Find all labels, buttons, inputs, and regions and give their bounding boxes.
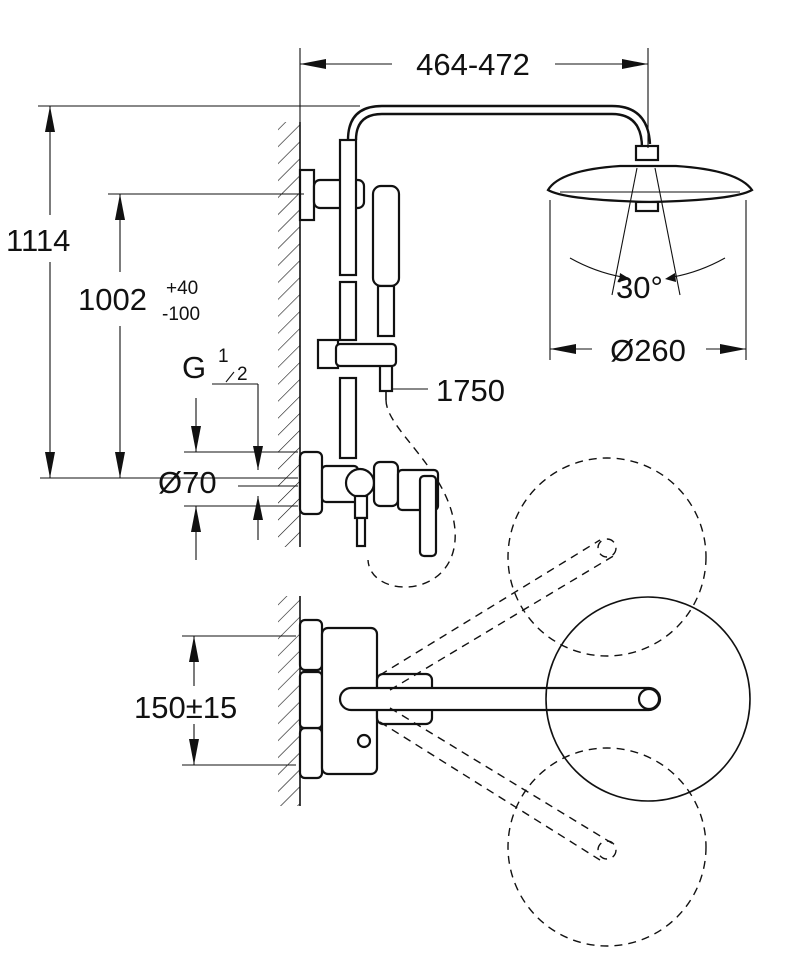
head-shower xyxy=(546,144,754,296)
dim-thread-numerator: 1 xyxy=(218,346,229,367)
dim-head-diameter xyxy=(549,200,747,360)
shower-riser xyxy=(298,104,652,460)
mixer-elevation xyxy=(298,450,440,558)
dim-thread xyxy=(212,371,263,540)
dim-outlet-height-label: 1002 xyxy=(78,282,147,317)
hand-shower xyxy=(371,184,401,400)
hose-path xyxy=(367,399,456,588)
dim-arm-reach-label: 464-472 xyxy=(416,47,530,82)
dim-thread-denominator: 2 xyxy=(237,364,248,385)
dim-spray-angle-label: 30° xyxy=(616,270,663,305)
dim-total-height-label: 1114 xyxy=(6,223,70,258)
mixer-plan xyxy=(298,457,751,947)
dim-hose-label: 1750 xyxy=(436,373,505,408)
dim-head-diameter-label: Ø260 xyxy=(610,333,686,368)
wall-lower xyxy=(278,596,301,806)
dim-outlet-height xyxy=(108,193,304,478)
slider-holder xyxy=(316,338,398,370)
wall-upper xyxy=(278,122,301,547)
dim-outlet-tolerance-minus: -100 xyxy=(162,304,200,325)
dim-escutcheon-label: Ø70 xyxy=(158,465,217,500)
dim-thread-prefix: G xyxy=(182,350,206,385)
dim-connection-spacing-label: 150±15 xyxy=(134,690,237,725)
dim-outlet-tolerance-plus: +40 xyxy=(166,278,198,299)
dim-escutcheon xyxy=(184,398,298,560)
dim-connection-spacing xyxy=(182,635,296,766)
dim-arm-reach xyxy=(299,48,649,148)
